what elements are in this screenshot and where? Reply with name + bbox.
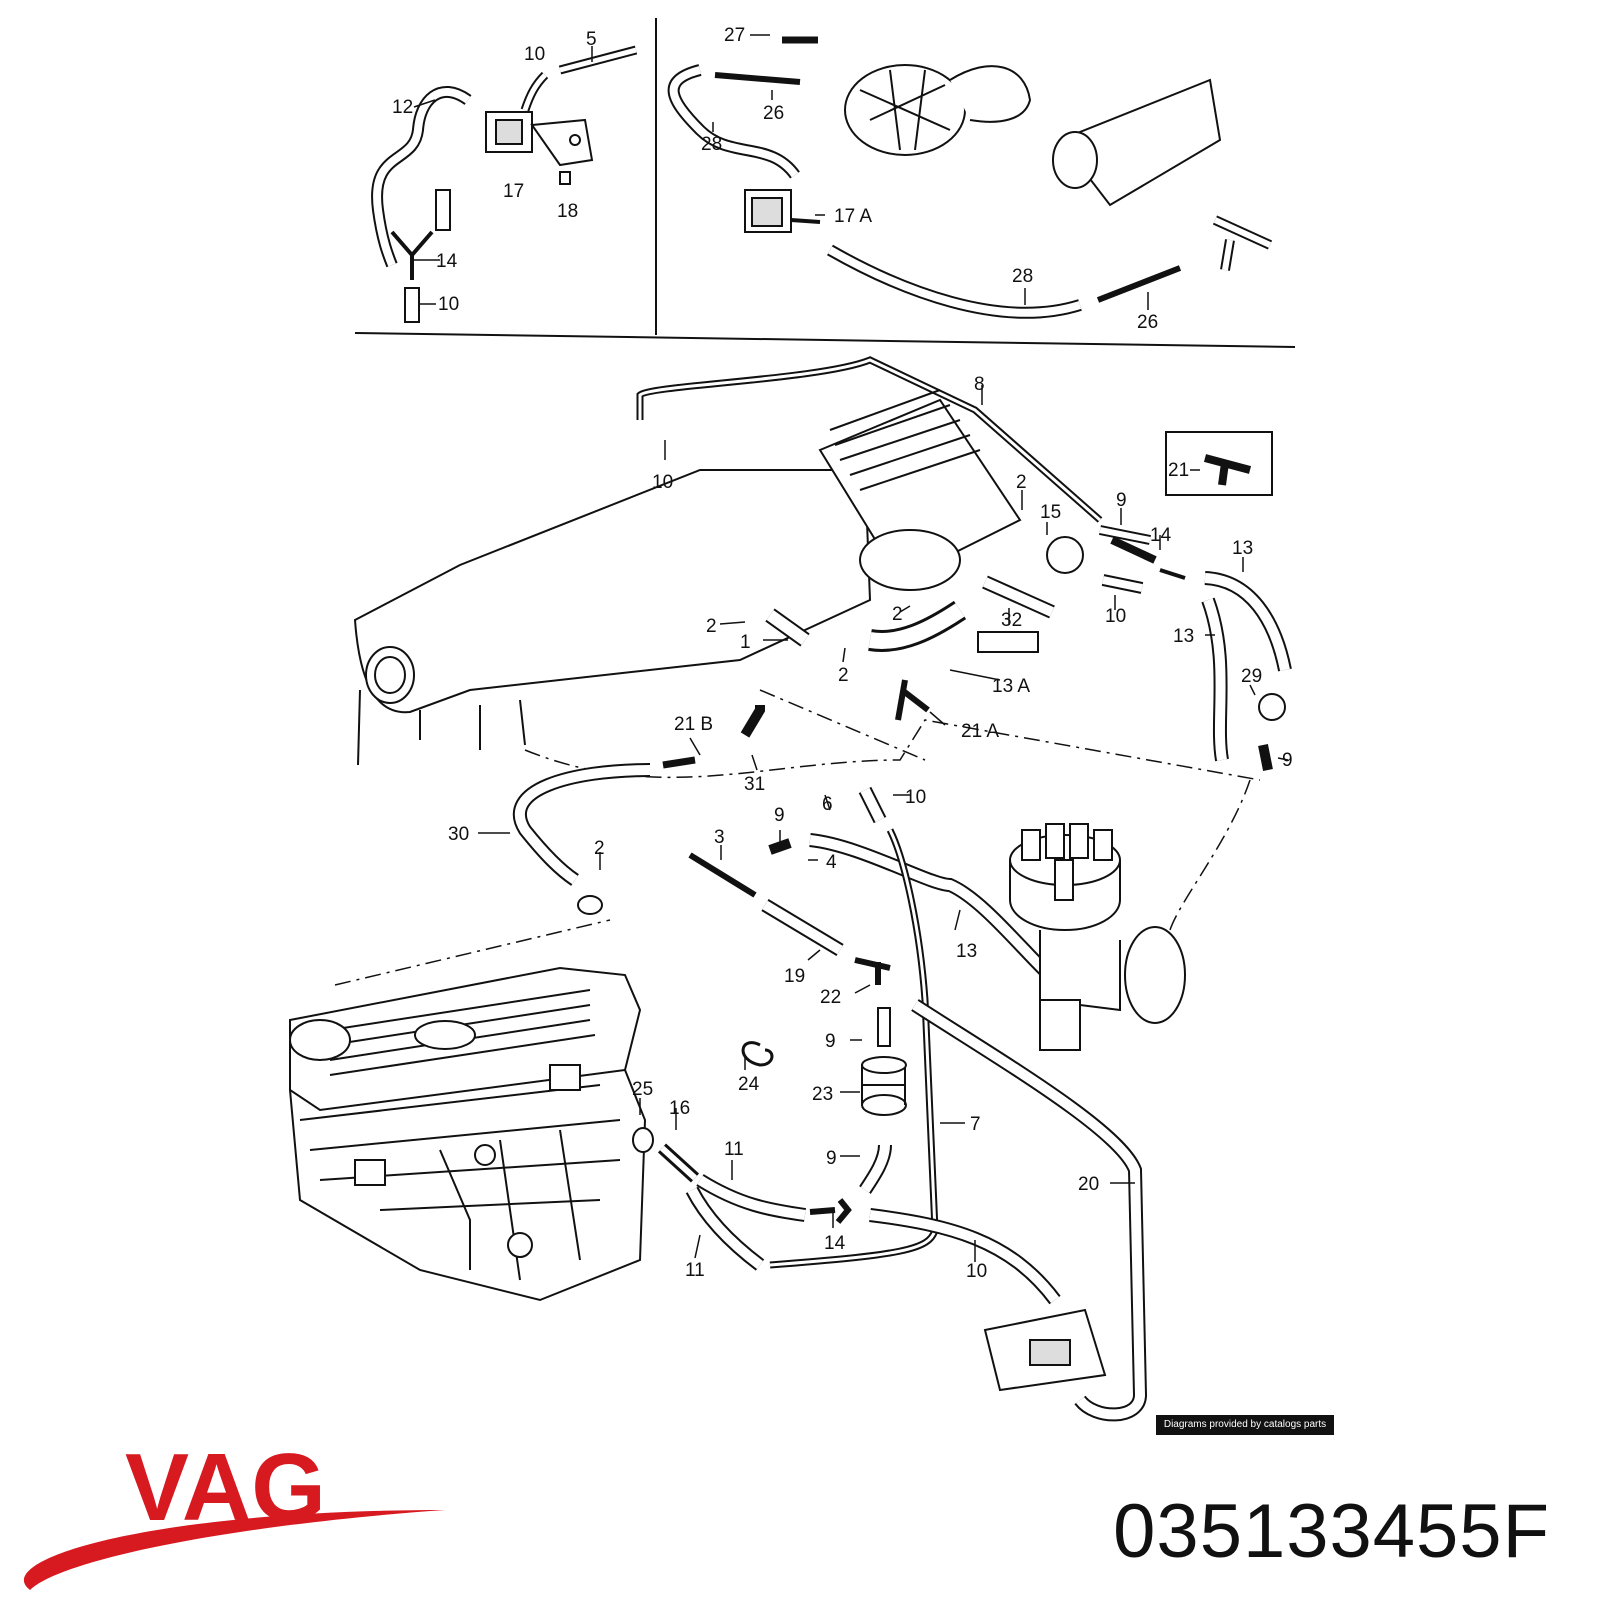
callout-16: 16 bbox=[669, 1098, 690, 1119]
callout-20: 20 bbox=[1078, 1174, 1099, 1195]
callout-10: 10 bbox=[1105, 606, 1126, 627]
callout-12: 12 bbox=[392, 97, 413, 118]
callout-14: 14 bbox=[436, 251, 458, 272]
part-number: 035133455F bbox=[1113, 1489, 1550, 1574]
callout-5: 5 bbox=[586, 29, 597, 50]
callout-10: 10 bbox=[966, 1261, 987, 1282]
callout-2: 2 bbox=[706, 616, 717, 637]
vag-logo: VAG bbox=[23, 1434, 446, 1590]
callout-1: 1 bbox=[740, 632, 751, 653]
callout-24: 24 bbox=[738, 1074, 760, 1095]
callout-17: 17 bbox=[503, 181, 524, 202]
diagram-credit: Diagrams provided by catalogs parts bbox=[1156, 1415, 1334, 1435]
callout-22: 22 bbox=[820, 987, 841, 1008]
callout-15: 15 bbox=[1040, 502, 1061, 523]
callout-7: 7 bbox=[970, 1114, 981, 1135]
callout-9: 9 bbox=[1282, 750, 1293, 771]
callout-14: 14 bbox=[824, 1233, 846, 1254]
callout-17A: 17 A bbox=[834, 206, 872, 227]
callout-9: 9 bbox=[774, 805, 785, 826]
intake-manifold bbox=[353, 356, 1151, 766]
top-panel-frame bbox=[354, 18, 1296, 348]
callout-26: 26 bbox=[763, 103, 784, 124]
distributor bbox=[1009, 779, 1251, 1051]
callout-6: 6 bbox=[822, 794, 833, 815]
callout-25: 25 bbox=[632, 1079, 653, 1100]
callout-2: 2 bbox=[838, 665, 849, 686]
callout-8: 8 bbox=[974, 374, 985, 395]
callout-2: 2 bbox=[594, 838, 605, 859]
callout-28: 28 bbox=[1012, 266, 1033, 287]
callout-9: 9 bbox=[1116, 490, 1127, 511]
callout-4: 4 bbox=[826, 852, 837, 873]
callout-32: 32 bbox=[1001, 610, 1022, 631]
logo-text: VAG bbox=[125, 1434, 326, 1541]
middle-hose-group bbox=[512, 679, 1261, 1422]
callout-11: 11 bbox=[724, 1139, 744, 1160]
callout-9: 9 bbox=[826, 1148, 837, 1169]
callout-27: 27 bbox=[724, 25, 745, 46]
callout-19: 19 bbox=[784, 966, 805, 987]
callout-10: 10 bbox=[652, 472, 673, 493]
leader-lines bbox=[413, 34, 1289, 1262]
callout-18: 18 bbox=[557, 201, 578, 222]
callout-26: 26 bbox=[1137, 312, 1158, 333]
top-left-valve-assembly bbox=[371, 45, 638, 323]
callout-13: 13 bbox=[1173, 626, 1194, 647]
callout-labels: 10 5 12 17 18 14 10 27 26 28 17 A 28 26 … bbox=[392, 25, 1293, 1282]
callout-21: 21 bbox=[1168, 460, 1189, 481]
callout-31: 31 bbox=[744, 774, 765, 795]
logo-swoosh bbox=[23, 1510, 446, 1590]
callout-21B: 21 B bbox=[674, 714, 713, 735]
callout-13: 13 bbox=[1232, 538, 1253, 559]
callout-9: 9 bbox=[825, 1031, 836, 1052]
callout-11: 11 bbox=[685, 1260, 705, 1281]
callout-10: 10 bbox=[524, 44, 545, 65]
callout-2: 2 bbox=[892, 604, 903, 625]
callout-13A: 13 A bbox=[992, 676, 1030, 697]
callout-29: 29 bbox=[1241, 666, 1262, 687]
callout-30: 30 bbox=[448, 824, 469, 845]
callout-23: 23 bbox=[812, 1084, 833, 1105]
callout-28: 28 bbox=[701, 134, 722, 155]
engine-block bbox=[289, 919, 1107, 1392]
callout-10: 10 bbox=[438, 294, 459, 315]
callout-3: 3 bbox=[714, 827, 725, 848]
right-hose-group bbox=[1101, 431, 1292, 771]
callout-2: 2 bbox=[1016, 472, 1027, 493]
callout-13: 13 bbox=[956, 941, 977, 962]
callout-21A: 21 A bbox=[961, 721, 999, 742]
top-right-valve-assembly bbox=[667, 36, 1273, 319]
callout-14: 14 bbox=[1150, 525, 1172, 546]
callout-10: 10 bbox=[905, 787, 926, 808]
